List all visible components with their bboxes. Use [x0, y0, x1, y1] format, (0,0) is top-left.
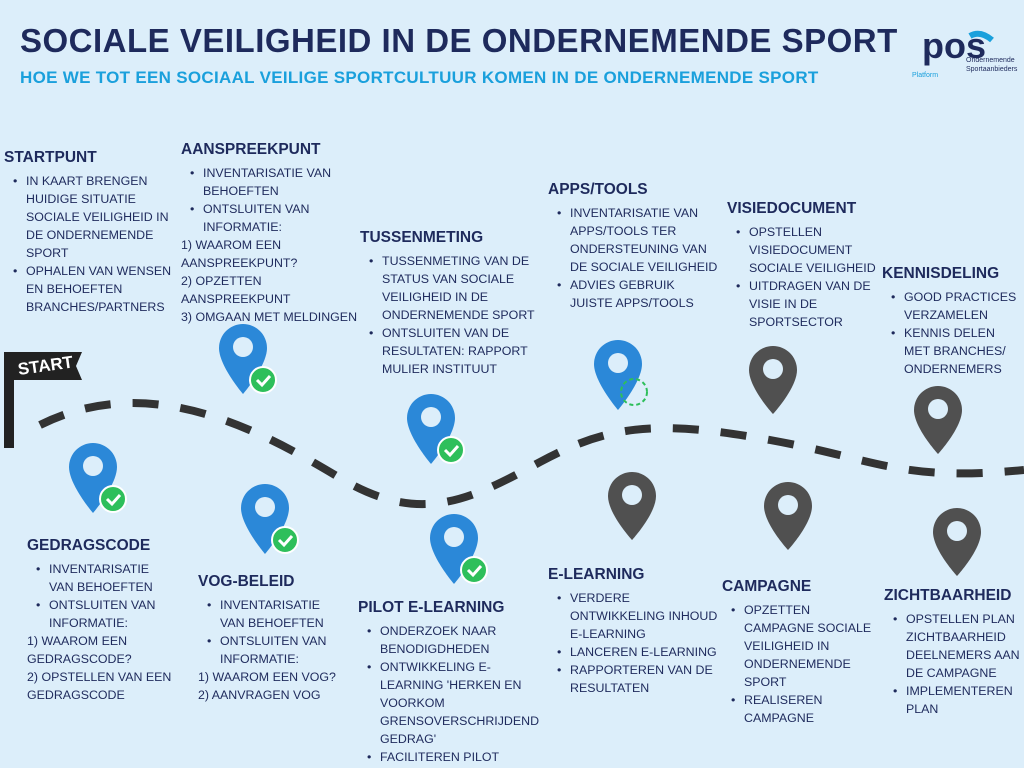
milestone-line: 2) OPSTELLEN VAN EEN GEDRAGSCODE [27, 670, 172, 702]
milestone-gedragscode: GEDRAGSCODE INVENTARISATIE VAN BEHOEFTEN… [27, 536, 177, 704]
milestone-line: 2) OPZETTEN AANSPREEKPUNT [181, 274, 291, 306]
milestone-startpunt: STARTPUNT IN KAART BRENGEN HUIDIGE SITUA… [4, 148, 174, 316]
milestone-bullet: INVENTARISATIE VAN BEHOEFTEN [36, 560, 177, 596]
map-pin-done-icon [219, 324, 277, 394]
map-pin-todo-icon [608, 472, 656, 540]
milestone-apps-tools: APPS/TOOLS INVENTARISATIE VAN APPS/TOOLS… [548, 180, 718, 312]
milestone-title: TUSSENMETING [360, 229, 484, 246]
pos-logo: pos [912, 25, 1024, 88]
milestone-bullet: OPHALEN VAN WENSEN EN BEHOEFTEN BRANCHES… [13, 262, 174, 316]
milestone-bullet: INVENTARISATIE VAN APPS/TOOLS TER ONDERS… [557, 204, 718, 276]
milestone-bullet: UITDRAGEN VAN DE VISIE IN DE SPORTSECTOR [736, 277, 877, 331]
milestone-bullet: IMPLEMENTEREN PLAN [893, 682, 1022, 718]
milestone-title: STARTPUNT [4, 149, 97, 166]
map-pin-in-progress-icon [594, 340, 648, 410]
milestone-campagne: CAMPAGNE OPZETTEN CAMPAGNE SOCIALE VEILI… [722, 577, 877, 727]
milestone-bullet: RAPPORTEREN VAN DE RESULTATEN [557, 661, 718, 697]
milestone-zichtbaarheid: ZICHTBAARHEID OPSTELLEN PLAN ZICHTBAARHE… [884, 586, 1022, 718]
milestone-visiedocument: VISIEDOCUMENT OPSTELLEN VISIEDOCUMENT SO… [727, 199, 877, 331]
checkmark-icon [249, 366, 277, 394]
milestone-title: APPS/TOOLS [548, 181, 648, 198]
milestone-bullet: OPSTELLEN PLAN ZICHTBAARHEID DEELNEMERS … [893, 610, 1022, 682]
milestone-e-learning: E-LEARNING VERDERE ONTWIKKELING INHOUD E… [548, 565, 718, 697]
milestone-title: GEDRAGSCODE [27, 537, 151, 554]
milestone-line: 2) AANVRAGEN VOG [198, 688, 321, 702]
map-pin-done-icon [407, 394, 465, 464]
milestone-bullet: OPZETTEN CAMPAGNE SOCIALE VEILIGHEID IN … [731, 601, 877, 691]
logo-subtext: Ondernemende Sportaanbieders [966, 57, 1018, 73]
checkmark-icon [460, 556, 488, 584]
milestone-kennisdeling: KENNISDELING GOOD PRACTICES VERZAMELEN K… [882, 264, 1022, 378]
page-title: SOCIALE VEILIGHEID IN DE ONDERNEMENDE SP… [20, 22, 898, 59]
milestone-bullet: INVENTARISATIE VAN BEHOEFTEN [207, 596, 348, 632]
progress-ring-icon [620, 378, 648, 406]
map-pin-done-icon [430, 514, 488, 584]
milestone-line: 3) OMGAAN MET MELDINGEN [181, 310, 358, 324]
milestone-line: 1) WAAROM EEN GEDRAGSCODE? [27, 634, 132, 666]
checkmark-icon [99, 485, 127, 513]
milestone-bullet: ONTWIKKELING E-LEARNING 'HERKEN EN VOORK… [367, 658, 539, 748]
milestone-bullet: LANCEREN E-LEARNING [557, 643, 718, 661]
map-pin-todo-icon [933, 508, 981, 576]
milestone-bullet: ONTSLUITEN VAN INFORMATIE: [190, 200, 361, 236]
milestone-title: AANSPREEKPUNT [181, 141, 321, 158]
milestone-bullet: GOOD PRACTICES VERZAMELEN [891, 288, 1022, 324]
map-pin-done-icon [69, 443, 127, 513]
milestone-bullet: TUSSENMETING VAN DE STATUS VAN SOCIALE V… [369, 252, 535, 324]
milestone-pilot-e-learning: PILOT E-LEARNING ONDERZOEK NAAR BENODIGD… [358, 598, 539, 766]
milestone-title: CAMPAGNE [722, 578, 812, 595]
start-flag: START [4, 352, 82, 448]
milestone-bullet: REALISEREN CAMPAGNE [731, 691, 877, 727]
milestone-title: PILOT E-LEARNING [358, 599, 505, 616]
milestone-line: 1) WAAROM EEN AANSPREEKPUNT? [181, 238, 298, 270]
map-pin-todo-icon [914, 386, 962, 454]
milestone-bullet: ONTSLUITEN VAN INFORMATIE: [207, 632, 348, 668]
milestone-bullet: ONDERZOEK NAAR BENODIGDHEDEN [367, 622, 538, 658]
milestone-bullet: ONTSLUITEN VAN INFORMATIE: [36, 596, 177, 632]
milestone-title: VOG-BELEID [198, 573, 295, 590]
logo-platform: Platform [912, 72, 939, 79]
milestone-bullet: IN KAART BRENGEN HUIDIGE SITUATIE SOCIAL… [13, 172, 174, 262]
milestone-bullet: ADVIES GEBRUIK JUISTE APPS/TOOLS [557, 276, 718, 312]
milestone-bullet: INVENTARISATIE VAN BEHOEFTEN [190, 164, 361, 200]
milestone-title: E-LEARNING [548, 566, 645, 583]
milestone-bullet: KENNIS DELEN MET BRANCHES/ ONDERNEMERS [891, 324, 1022, 378]
checkmark-icon [271, 526, 299, 554]
page-subtitle: HOE WE TOT EEN SOCIAAL VEILIGE SPORTCULT… [20, 68, 819, 87]
checkmark-icon [437, 436, 465, 464]
map-pin-done-icon [241, 484, 299, 554]
milestone-bullet: ONTSLUITEN VAN DE RESULTATEN: RAPPORT MU… [369, 324, 535, 378]
milestone-title: VISIEDOCUMENT [727, 200, 857, 217]
milestone-tussenmeting: TUSSENMETING TUSSENMETING VAN DE STATUS … [360, 228, 535, 378]
milestone-bullet: VERDERE ONTWIKKELING INHOUD E-LEARNING [557, 589, 718, 643]
milestone-bullet: FACILITEREN PILOT [367, 748, 538, 766]
milestone-vog-beleid: VOG-BELEID INVENTARISATIE VAN BEHOEFTEN … [198, 572, 348, 704]
map-pin-todo-icon [764, 482, 812, 550]
milestone-bullet: OPSTELLEN VISIEDOCUMENT SOCIALE VEILIGHE… [736, 223, 877, 277]
map-pin-todo-icon [749, 346, 797, 414]
milestone-line: 1) WAAROM EEN VOG? [198, 670, 336, 684]
milestone-aanspreekpunt: AANSPREEKPUNT INVENTARISATIE VAN BEHOEFT… [181, 140, 361, 326]
milestone-title: KENNISDELING [882, 265, 1000, 282]
milestone-title: ZICHTBAARHEID [884, 587, 1012, 604]
